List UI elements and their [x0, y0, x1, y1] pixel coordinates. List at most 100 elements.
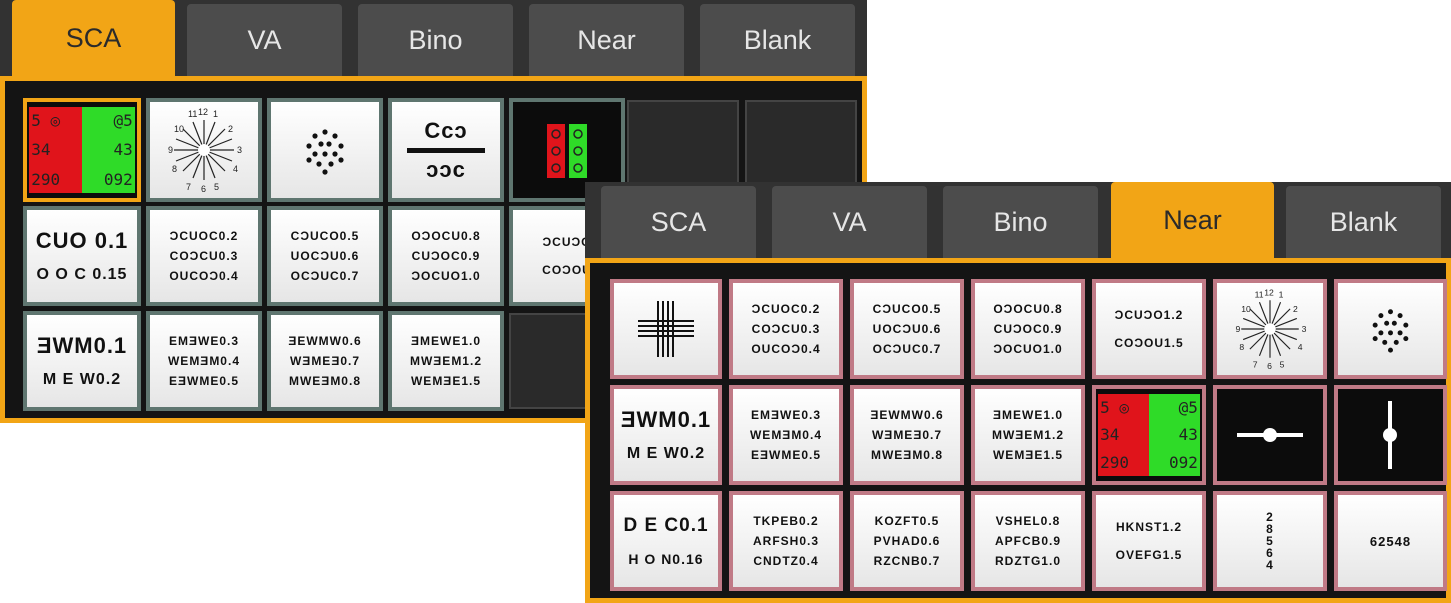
chart-row: UOCƆU0.6 — [290, 249, 360, 263]
chart-tile-e-1.0[interactable]: ƎMEWE1.0 MWƎEM1.2 WEMƎE1.5 — [388, 311, 504, 411]
chart-tile-c-0.5[interactable]: CƆUCO0.5 UOCƆU0.6 OCƆUC0.7 — [267, 206, 383, 306]
svg-text:11: 11 — [1255, 289, 1264, 299]
chart-tile-horizontal-digits[interactable]: 62548 — [1334, 491, 1447, 591]
chart-row: ƆCUƆO1.2 — [1114, 308, 1184, 322]
horizontal-line-dot-icon — [1237, 428, 1303, 442]
chart-tile-c-0.2[interactable]: ƆCUOC0.2 COƆCU0.3 OUCOƆ0.4 — [146, 206, 262, 306]
chart-row: CUƆOC0.9 — [993, 322, 1063, 336]
svg-text:1: 1 — [1279, 289, 1284, 299]
chart-tile-e-0.1[interactable]: ƎWM0.1 M E W0.2 — [23, 311, 141, 411]
chart-row: RZCNB0.7 — [873, 554, 941, 568]
chart-row: UOCƆU0.6 — [872, 322, 942, 336]
chart-row: ƎWM0.1 — [36, 333, 128, 358]
chart-tile-c-0.1[interactable]: CUO 0.1 O O C 0.15 — [23, 206, 141, 306]
tab-va[interactable]: VA — [772, 186, 927, 258]
svg-text:7: 7 — [186, 182, 191, 192]
tab-va[interactable]: VA — [187, 4, 342, 76]
chart-row: D E C0.1 — [623, 515, 709, 536]
chart-tile-e-0.3[interactable]: EMƎWE0.3 WEMƎM0.4 EƎWME0.5 — [146, 311, 262, 411]
tab-near[interactable]: Near — [1111, 182, 1274, 258]
divider-bar — [407, 147, 485, 153]
chart-tile-horizontal-line[interactable] — [1213, 385, 1327, 485]
svg-text:9: 9 — [1236, 324, 1241, 334]
chart-row: MWƎEM1.2 — [409, 354, 482, 368]
chart-tile-letter-0.2[interactable]: TKPEB0.2 ARFSH0.3 CNDTZ0.4 — [729, 491, 843, 591]
chart-row: O O C 0.15 — [36, 266, 128, 283]
chart-tile-vertical-line[interactable] — [1334, 385, 1447, 485]
chart-row: OCƆUC0.7 — [290, 269, 360, 283]
chart-row: M E W0.2 — [42, 371, 122, 388]
chart-row: ƆCUƆO — [542, 235, 592, 249]
chart-tile-e-0.1[interactable]: ƎWM0.1 M E W0.2 — [610, 385, 722, 485]
chart-row: MWƎEM1.2 — [991, 428, 1064, 442]
chart-tile-c-0.2[interactable]: ƆCUOC0.2 COƆCU0.3 OUCOƆ0.4 — [729, 279, 843, 379]
chart-row: MWEƎM0.8 — [288, 374, 361, 388]
green-half: @5 43 092 — [1149, 393, 1200, 477]
chart-row: RDZTG1.0 — [994, 554, 1061, 568]
chart-row: WƎMEƎ0.7 — [871, 428, 942, 442]
chart-tile-c-0.8[interactable]: OƆOCU0.8 CUƆOC0.9 ƆOCUO1.0 — [971, 279, 1085, 379]
chart-tile-c-1.2[interactable]: ƆCUƆO1.2 COƆOU1.5 — [1092, 279, 1206, 379]
chart-tile-dots[interactable] — [267, 98, 383, 202]
tab-blank[interactable]: Blank — [700, 4, 855, 76]
chart-row: ƆOCUO1.0 — [993, 342, 1063, 356]
tab-bino[interactable]: Bino — [358, 4, 513, 76]
chart-tile-e-0.6[interactable]: ƎEWMW0.6 WƎMEƎ0.7 MWEƎM0.8 — [850, 385, 964, 485]
chart-row: OCƆUC0.7 — [872, 342, 942, 356]
tab-bino[interactable]: Bino — [943, 186, 1098, 258]
chart-tile-c-bar[interactable]: Cᴄↄ ↄᴐc — [388, 98, 504, 202]
tab-blank[interactable]: Blank — [1286, 186, 1441, 258]
chart-row: VSHEL0.8 — [995, 514, 1061, 528]
chart-tile-letter-0.8[interactable]: VSHEL0.8 APFCB0.9 RDZTG1.0 — [971, 491, 1085, 591]
chart-tile-c-0.5[interactable]: CƆUCO0.5 UOCƆU0.6 OCƆUC0.7 — [850, 279, 964, 379]
dot-cluster-icon — [306, 129, 344, 175]
chart-panel-sca: SCA VA Bino Near Blank 5 ◎ 34 290 @5 43 … — [0, 0, 867, 423]
chart-tile-letter-0.5[interactable]: KOZFT0.5 PVHAD0.6 RZCNB0.7 — [850, 491, 964, 591]
chart-tile-red-green[interactable]: 5 ◎ 34 290 @5 43 092 — [23, 98, 141, 202]
chart-tile-red-green[interactable]: 5 ◎ 34 290 @5 43 092 — [1092, 385, 1206, 485]
svg-text:8: 8 — [1239, 342, 1244, 352]
red-text-2: 34 — [1100, 425, 1120, 445]
chart-row: COƆOU — [542, 263, 592, 277]
chart-row: WEMƎE1.5 — [410, 374, 481, 388]
chart-tile-e-0.6[interactable]: ƎEWMW0.6 WƎMEƎ0.7 MWEƎM0.8 — [267, 311, 383, 411]
chart-row: WEMƎE1.5 — [992, 448, 1063, 462]
chart-row: EMƎWE0.3 — [168, 334, 239, 348]
svg-text:3: 3 — [1302, 324, 1307, 334]
chart-row: WƎMEƎ0.7 — [289, 354, 360, 368]
red-text-1: 5 ◎ — [1100, 397, 1130, 417]
svg-text:9: 9 — [168, 145, 173, 155]
svg-text:4: 4 — [233, 164, 238, 174]
tab-sca[interactable]: SCA — [601, 186, 756, 258]
chart-row: ƎEWMW0.6 — [288, 334, 362, 348]
chart-tile-letter-1.2[interactable]: HKNST1.2 OVEFG1.5 — [1092, 491, 1206, 591]
chart-row: PVHAD0.6 — [873, 534, 941, 548]
svg-text:12: 12 — [1264, 287, 1274, 297]
green-text-2: 43 — [1178, 425, 1198, 445]
chart-tile-dots[interactable] — [1334, 279, 1447, 379]
chart-tile-letter-0.1[interactable]: D E C0.1 H O N0.16 — [610, 491, 722, 591]
chart-row: COƆOU1.5 — [1114, 336, 1184, 350]
digit: 6 — [1266, 546, 1274, 560]
digit: 5 — [1266, 534, 1274, 548]
tab-sca[interactable]: SCA — [12, 0, 175, 76]
green-text-1: @5 — [1178, 397, 1198, 417]
chart-row: ƆCUOC0.2 — [169, 229, 239, 243]
chart-tile-e-0.3[interactable]: EMƎWE0.3 WEMƎM0.4 EƎWME0.5 — [729, 385, 843, 485]
tab-near[interactable]: Near — [529, 4, 684, 76]
chart-row: CNDTZ0.4 — [753, 554, 819, 568]
c-bottom-row: ↄᴐc — [426, 156, 466, 182]
chart-tile-cross[interactable] — [610, 279, 722, 379]
red-text-3: 290 — [1100, 453, 1130, 473]
svg-text:6: 6 — [201, 184, 206, 194]
chart-row: HKNST1.2 — [1115, 520, 1182, 534]
svg-text:10: 10 — [174, 124, 184, 134]
svg-text:5: 5 — [214, 182, 219, 192]
chart-tile-e-1.0[interactable]: ƎMEWE1.0 MWƎEM1.2 WEMƎE1.5 — [971, 385, 1085, 485]
chart-tile-c-0.8[interactable]: OƆOCU0.8 CUƆOC0.9 ƆOCUO1.0 — [388, 206, 504, 306]
svg-text:1: 1 — [213, 109, 218, 119]
chart-tile-vertical-digits[interactable]: 2 8 5 6 4 — [1213, 491, 1327, 591]
